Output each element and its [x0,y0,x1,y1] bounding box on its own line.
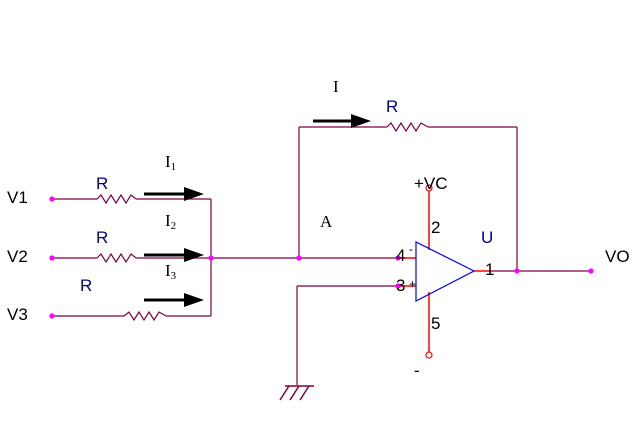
ground-symbol [279,385,314,401]
label-pin-2: 2 [431,218,441,237]
nodes [49,196,594,319]
label-resistor-r1: R [96,174,109,193]
arrow-i1 [144,187,204,201]
resistor-r3 [123,310,167,322]
node-noninverting-pin [395,283,401,289]
opamp-plus-sign: + [409,277,417,291]
label-current-i2: I2 [165,211,177,232]
label-pin-5: 5 [431,314,441,333]
label-current-i1: I1 [165,152,177,173]
terminal-v3 [49,313,55,319]
arrow-i2 [144,248,204,262]
label-node-a: A [320,212,333,231]
label-current-feedback: I [333,77,339,96]
resistor-r2 [96,252,137,264]
resistors [96,121,429,322]
label-resistor-r2: R [96,228,109,247]
wires [52,126,591,385]
terminal-v2 [49,255,55,261]
arrow-i3 [144,293,204,307]
label-resistor-feedback: R [386,97,399,116]
resistor-feedback [386,121,429,133]
label-supply-neg: - [414,361,420,380]
node-output [514,268,520,274]
resistor-r1 [96,193,137,205]
label-opamp-name: U [481,228,494,247]
opamp-pins [398,190,490,353]
label-pin-4: 4 [396,246,406,265]
supply-pos-terminal [425,184,433,192]
label-v2: V2 [7,247,28,266]
label-supply-pos: +VC [414,174,448,193]
opamp-triangle [415,241,476,302]
arrow-i-feedback [313,114,371,128]
label-output-vo: VO [605,247,630,266]
label-pin-3: 3 [396,276,406,295]
current-arrows [144,114,371,307]
supply-neg-terminal [425,351,433,359]
node-a [296,255,302,261]
label-pin-1: 1 [485,260,495,279]
opamp-minus-sign: - [409,242,413,256]
node-summing [208,255,214,261]
terminal-vo [588,268,594,274]
terminal-v1 [49,196,55,202]
label-resistor-r3: R [80,276,93,295]
label-v3: V3 [7,305,28,324]
label-current-i3: I3 [165,261,177,282]
node-inverting-pin [395,255,401,261]
label-v1: V1 [7,188,28,207]
